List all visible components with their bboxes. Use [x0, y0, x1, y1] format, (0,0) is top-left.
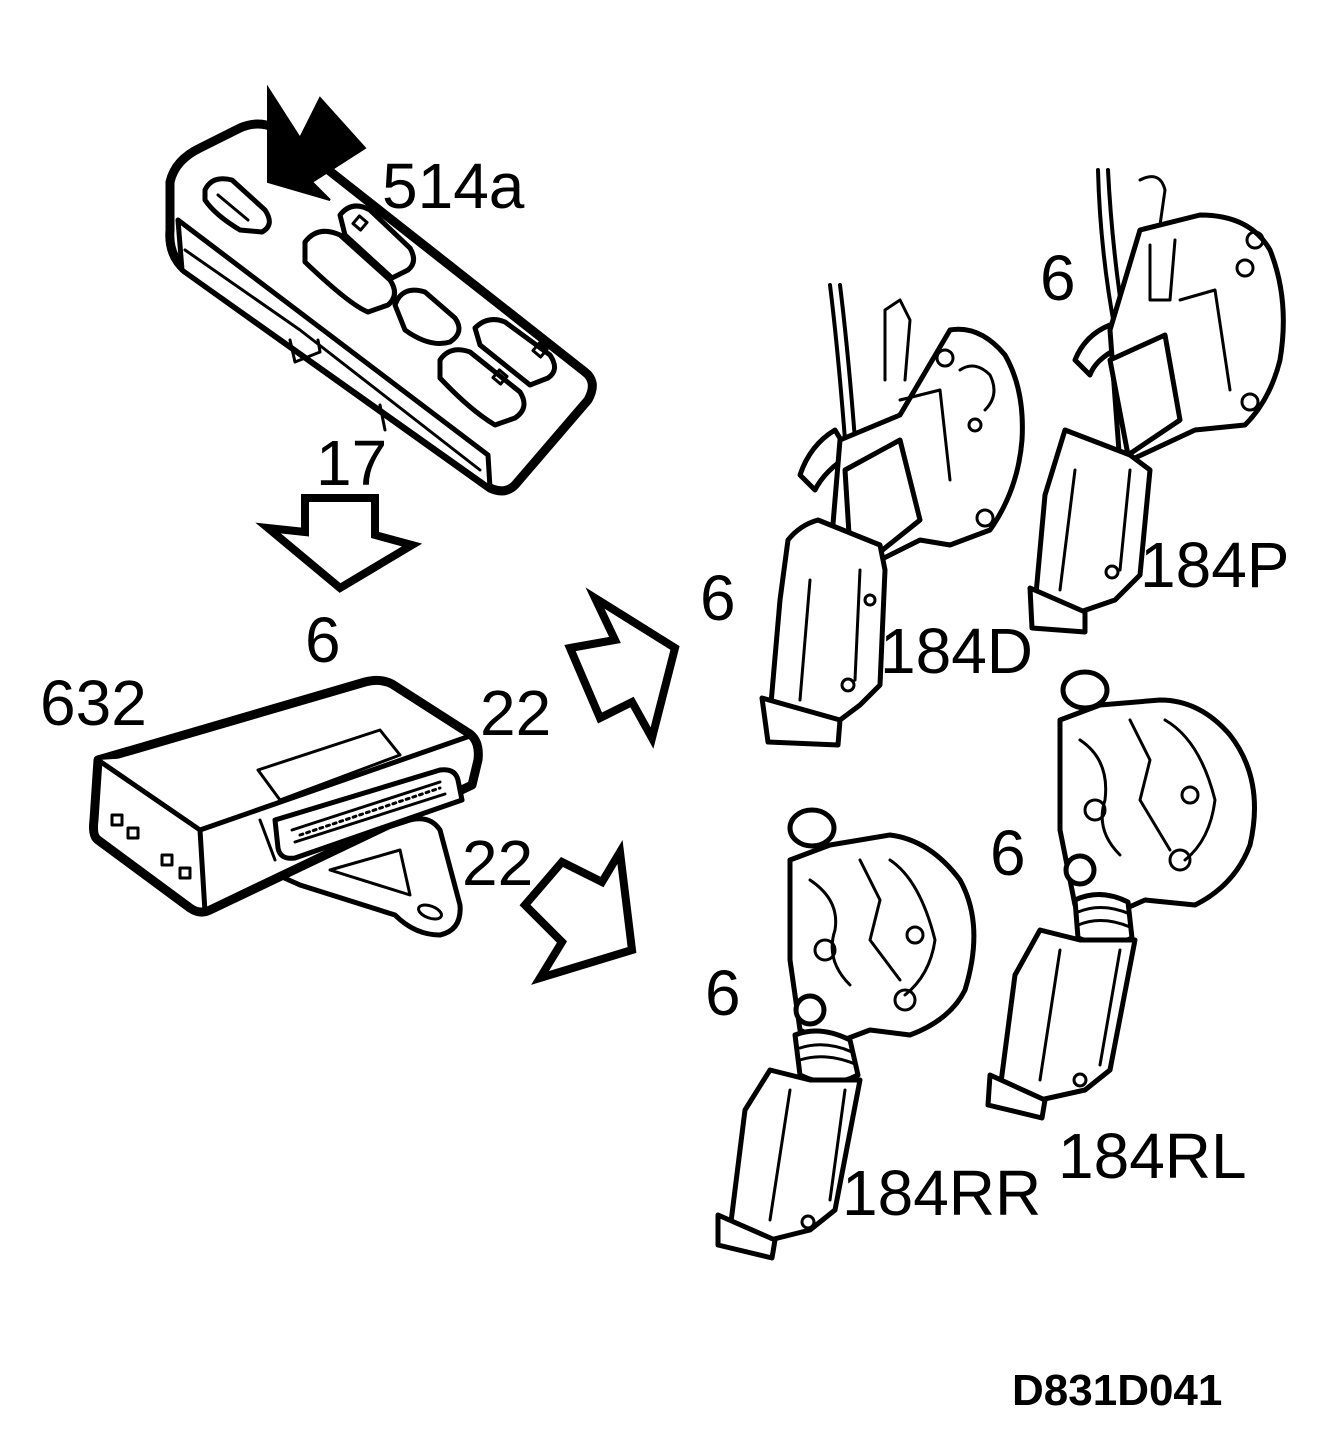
label-184RR: 184RR [842, 1157, 1041, 1229]
figure-reference-code: D831D041 [1012, 1366, 1222, 1415]
label-wire-22-lower: 22 [462, 827, 533, 899]
label-184D-6: 6 [700, 562, 736, 634]
door-lock-184P [1027, 168, 1286, 635]
door-lock-184D [759, 283, 1025, 748]
label-wire-17: 17 [316, 427, 387, 499]
label-184RL-6: 6 [990, 817, 1026, 889]
label-wire-22-upper: 22 [480, 677, 551, 749]
label-184RR-6: 6 [705, 957, 741, 1029]
label-514a: 514a [382, 150, 525, 222]
window-switch-panel [165, 84, 597, 496]
label-184P: 184P [1140, 529, 1289, 601]
control-module [89, 675, 483, 938]
label-632: 632 [40, 667, 147, 739]
label-184D: 184D [880, 615, 1033, 687]
label-module-6: 6 [305, 604, 341, 676]
door-lock-184RR [715, 807, 977, 1261]
door-lock-184RL [985, 669, 1257, 1121]
arrow-down-icon [255, 494, 423, 593]
arrow-up-right-icon [564, 587, 680, 749]
label-184P-6: 6 [1040, 242, 1076, 314]
label-184RL: 184RL [1058, 1120, 1247, 1192]
pointer-arrow-icon [267, 84, 367, 201]
arrow-down-right-icon [519, 839, 637, 985]
